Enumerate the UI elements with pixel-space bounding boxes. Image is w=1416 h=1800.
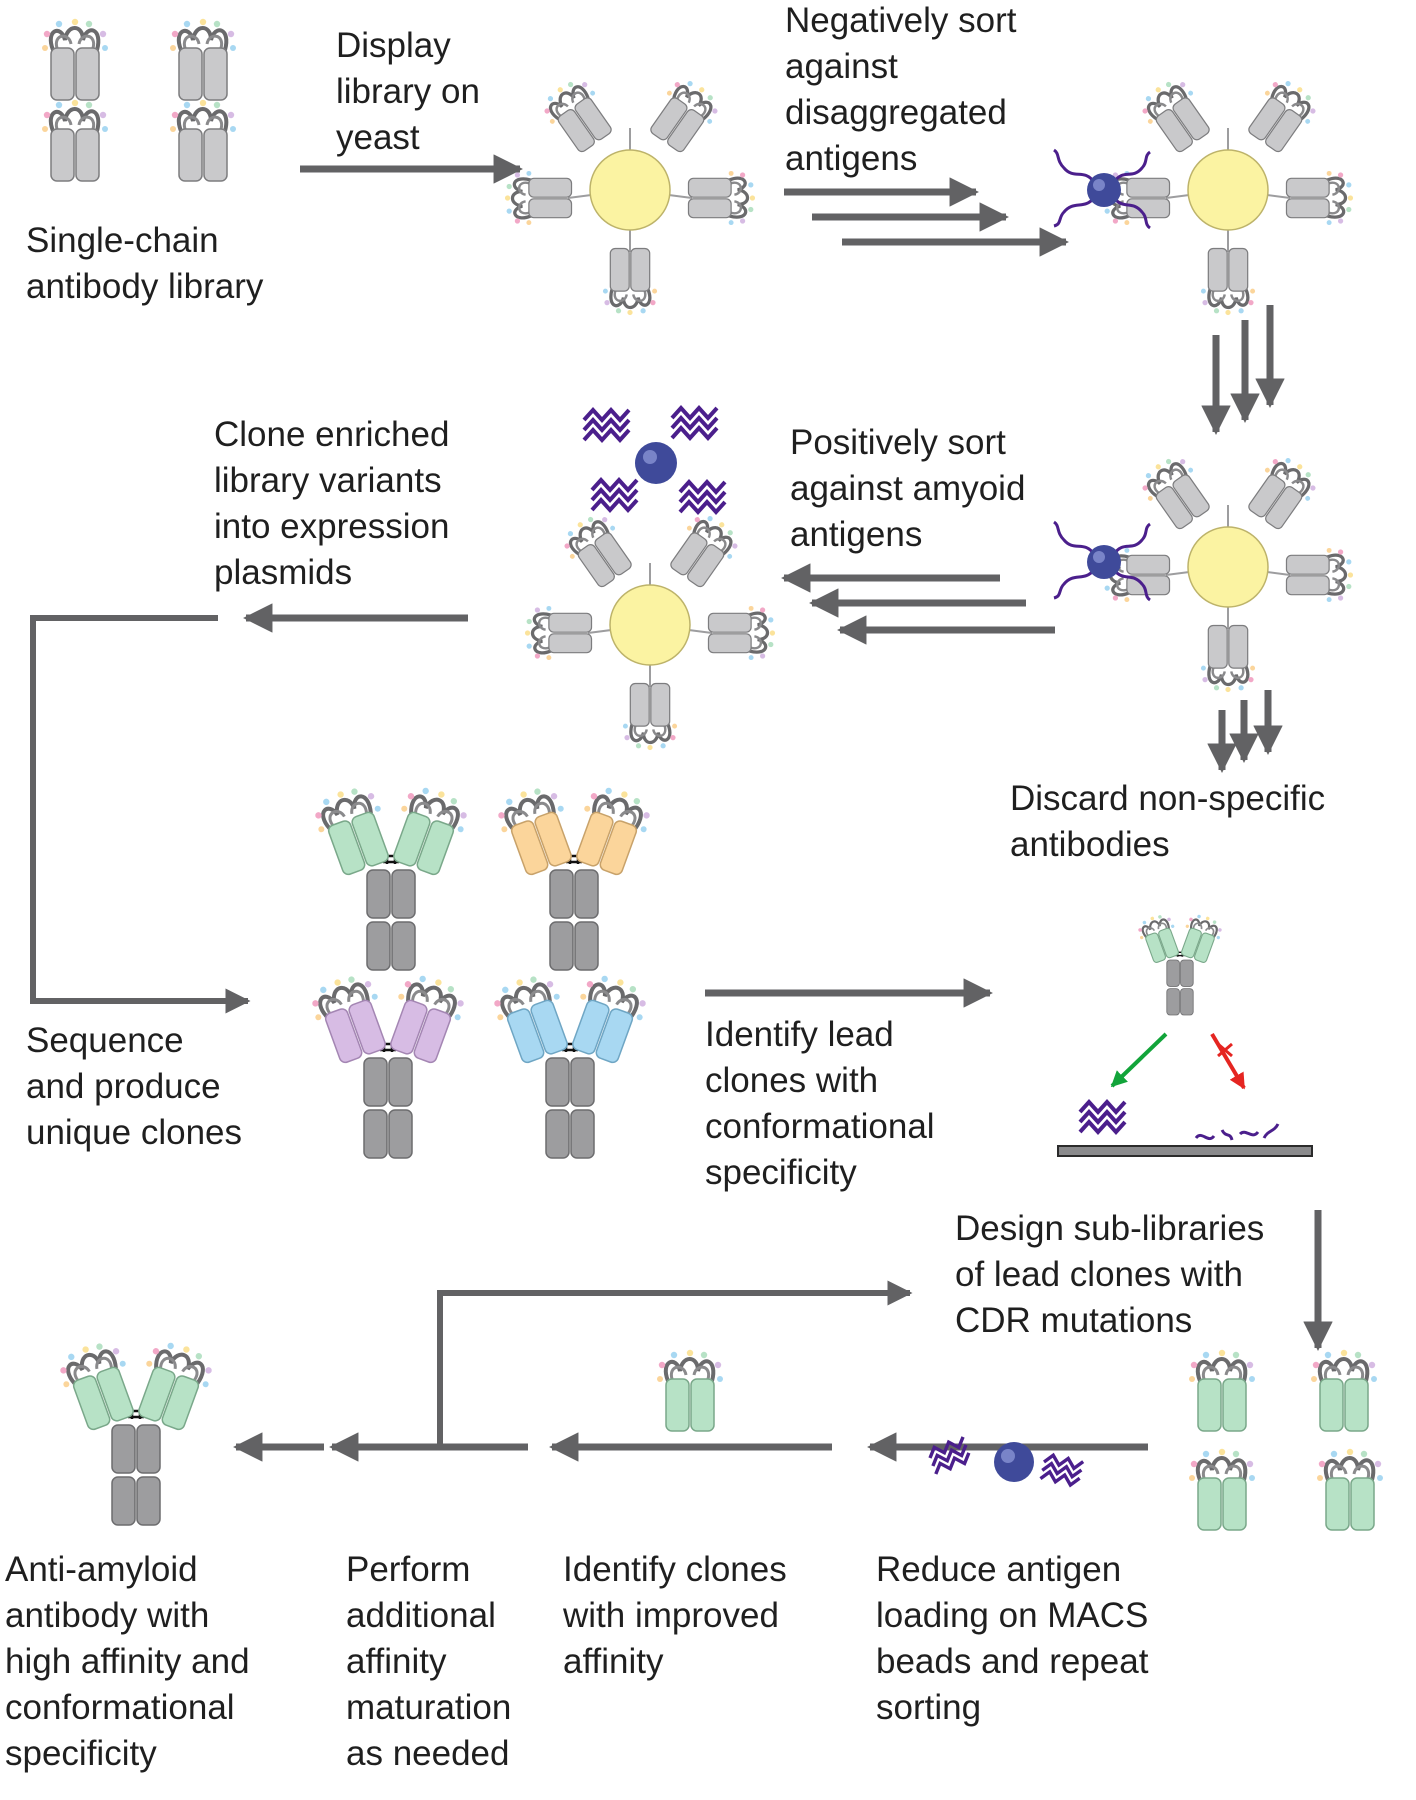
arrow-no-bind-monomer <box>1210 1032 1246 1090</box>
arrows-discard <box>1207 690 1283 773</box>
yeast-cell-positive <box>1103 449 1353 692</box>
label-discard: Discard non-specific antibodies <box>1010 779 1326 864</box>
label-reduce-antigen: Reduce antigen loading on MACS beads and… <box>876 1550 1149 1727</box>
label-sequence: Sequence and produce unique clones <box>26 1021 242 1152</box>
label-design-sublib: Design sub-libraries of lead clones with… <box>955 1209 1265 1340</box>
label-perform-additional: Perform additional affinity maturation a… <box>346 1550 512 1773</box>
yeast-cell-library <box>505 72 755 315</box>
specificity-assay <box>1057 909 1313 1157</box>
label-clone-enriched: Clone enriched library variants into exp… <box>214 415 450 592</box>
antibody-green <box>306 778 476 972</box>
improved-scfv-icon <box>657 1350 723 1431</box>
no-bind-cross <box>1217 1042 1233 1058</box>
surface-fibril <box>1078 1100 1127 1134</box>
label-positive-sort: Positively sort against amyoid antigens <box>790 423 1026 554</box>
arrow-binds-fibril <box>1110 1032 1168 1088</box>
label-negative-sort: Negatively sort against disaggregated an… <box>785 1 1017 178</box>
assay-surface <box>1057 1145 1313 1157</box>
surface-monomers <box>1194 1123 1280 1141</box>
yeast-cell-bound-monomer <box>1103 72 1353 315</box>
antibody-orange <box>489 778 659 972</box>
antibody-blue <box>485 966 655 1160</box>
final-antibody <box>51 1333 221 1527</box>
antibody-purple <box>303 966 473 1160</box>
label-identify-improved: Identify clones with improved affinity <box>563 1550 787 1681</box>
arrows-negative-sort <box>784 177 1069 257</box>
antigen-bead-fibril-small <box>925 1435 1085 1489</box>
connector-repeat-maturation <box>437 1280 913 1447</box>
label-final-antibody: Anti-amyloid antibody with high affinity… <box>5 1550 250 1773</box>
scfv-library-icon <box>42 19 236 181</box>
yeast-cell-bound-fibril <box>525 507 775 750</box>
arrows-down-1 <box>1201 305 1285 435</box>
connector-clone-to-sequence <box>30 615 251 1014</box>
label-library: Single-chain antibody library <box>26 221 264 306</box>
green-scfv-library <box>1189 1350 1383 1530</box>
label-display: Display library on yeast <box>336 26 480 157</box>
antigen-bead-fibril <box>582 406 727 514</box>
arrows-positive-sort <box>781 563 1055 645</box>
label-identify-lead: Identify lead clones with conformational… <box>705 1015 935 1192</box>
